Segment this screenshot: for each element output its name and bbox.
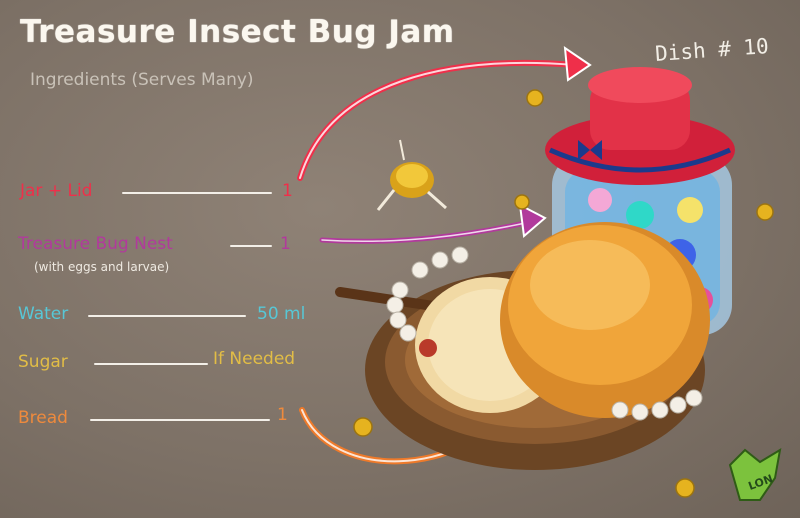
ingredient-treasure-bug-nest: Treasure Bug Nest (18, 234, 173, 254)
ingredient-sugar: Sugar (18, 352, 68, 372)
ingredient-note: (with eggs and larvae) (34, 260, 170, 274)
leader-line (230, 245, 272, 247)
coin-icon (353, 89, 774, 498)
ingredient-quantity: 1 (277, 405, 288, 425)
ingredient-jar-lid: Jar + Lid (20, 181, 93, 201)
pearl-necklace-icon (386, 246, 703, 421)
ingredient-quantity: 1 (282, 181, 293, 201)
ingredient-quantity: 1 (280, 234, 291, 254)
ingredient-water: Water (18, 304, 69, 324)
ingredient-quantity: If Needed (213, 349, 296, 369)
arrowhead-icon (563, 45, 592, 82)
logo-icon (728, 448, 782, 501)
page-title: Treasure Insect Bug Jam (20, 14, 455, 50)
ingredient-bread: Bread (18, 408, 68, 428)
leader-line (90, 419, 270, 421)
leader-line (88, 315, 246, 317)
arrow-to-jar-icon (297, 60, 578, 181)
arrowhead-icon (518, 203, 547, 238)
bug-icon (419, 339, 437, 357)
arrow-to-jar-icon (299, 62, 576, 179)
bow-icon (578, 140, 602, 160)
ingredients-subtitle: Ingredients (Serves Many) (30, 70, 254, 90)
ingredient-quantity: 50 ml (257, 304, 306, 324)
treasure-bug-icon (376, 139, 447, 211)
leader-line (94, 363, 208, 365)
leader-line (122, 192, 272, 194)
